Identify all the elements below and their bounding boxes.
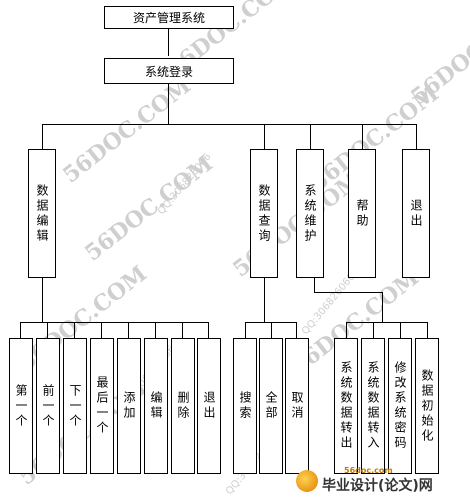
connector: [208, 322, 209, 338]
connector: [427, 322, 428, 338]
connector: [42, 124, 43, 149]
leaf-node-delete: 删除: [171, 338, 195, 474]
leaf-label: 第一个: [14, 383, 28, 429]
connector: [382, 292, 383, 322]
root-label: 资产管理系统: [132, 11, 205, 25]
connector: [346, 322, 347, 338]
module-node-data-edit: 数据编辑: [28, 149, 56, 278]
connector: [245, 322, 296, 323]
leaf-node-next: 下一个: [63, 338, 87, 474]
module-node-system-maintain: 系统维护: [296, 149, 324, 278]
watermark: 56DOC.COM: [80, 150, 218, 267]
connector: [271, 322, 272, 338]
connector: [74, 322, 75, 338]
site-logo-icon: [296, 470, 318, 492]
leaf-node-cancel: 取消: [285, 338, 309, 474]
leaf-node-edit: 编辑: [144, 338, 168, 474]
connector: [296, 322, 297, 338]
site-footer: 56doc.com 毕业设计(论文)网: [296, 466, 466, 494]
leaf-label: 添加: [122, 391, 136, 421]
connector: [168, 29, 169, 56]
login-node: 系统登录: [104, 58, 234, 84]
module-label: 数据查询: [257, 183, 271, 244]
leaf-label: 系统数据转入: [366, 361, 380, 451]
module-label: 帮助: [355, 198, 369, 229]
leaf-label: 退出: [202, 391, 216, 421]
connector: [42, 124, 416, 125]
leaf-label: 最后一个: [95, 376, 109, 436]
watermark: QQ:306826066: [156, 151, 214, 218]
connector: [416, 124, 417, 149]
connector: [47, 322, 48, 338]
footer-site: 56doc.com: [344, 466, 393, 475]
connector: [264, 124, 265, 149]
leaf-node-first: 第一个: [9, 338, 33, 474]
module-node-help: 帮助: [348, 149, 376, 278]
connector: [314, 278, 315, 292]
module-label: 退出: [409, 198, 423, 229]
connector: [20, 322, 21, 338]
root-node: 资产管理系统: [104, 6, 234, 29]
leaf-node-add: 添加: [117, 338, 141, 474]
connector: [168, 84, 169, 124]
leaf-label: 取消: [290, 391, 304, 421]
leaf-node-previous: 前一个: [36, 338, 60, 474]
leaf-label: 搜索: [238, 391, 252, 421]
leaf-label: 前一个: [41, 383, 55, 429]
connector: [362, 124, 363, 149]
leaf-label: 下一个: [68, 383, 82, 429]
leaf-label: 数据初始化: [420, 368, 434, 444]
module-node-data-query: 数据查询: [250, 149, 278, 278]
module-label: 系统维护: [303, 183, 317, 244]
leaf-label: 全部: [264, 391, 278, 421]
watermark: 56DOC.COM: [58, 72, 196, 189]
connector: [20, 322, 208, 323]
connector: [42, 278, 43, 322]
module-node-exit: 退出: [402, 149, 430, 278]
connector: [346, 322, 427, 323]
connector: [400, 322, 401, 338]
leaf-label: 编辑: [149, 391, 163, 421]
leaf-node-init-data: 数据初始化: [415, 338, 439, 474]
leaf-label: 修改系统密码: [393, 361, 407, 451]
watermark: 56DOC.COM: [406, 0, 470, 111]
leaf-node-export: 系统数据转出: [334, 338, 358, 474]
leaf-node-import: 系统数据转入: [361, 338, 385, 474]
leaf-node-all: 全部: [259, 338, 283, 474]
leaf-node-last: 最后一个: [90, 338, 114, 474]
leaf-node-exit: 退出: [197, 338, 221, 474]
connector: [128, 322, 129, 338]
connector: [310, 124, 311, 149]
leaf-node-change-password: 修改系统密码: [388, 338, 412, 474]
module-label: 数据编辑: [35, 183, 49, 244]
leaf-label: 系统数据转出: [339, 361, 353, 451]
footer-brand: 毕业设计(论文)网: [322, 478, 433, 494]
leaf-node-search: 搜索: [233, 338, 257, 474]
connector: [245, 322, 246, 338]
connector: [373, 322, 374, 338]
watermark: QQ:306826066: [300, 271, 358, 338]
connector: [314, 292, 382, 293]
login-label: 系统登录: [144, 64, 193, 79]
connector: [264, 278, 265, 322]
leaf-label: 删除: [176, 391, 190, 421]
connector: [101, 322, 102, 338]
connector: [182, 322, 183, 338]
connector: [155, 322, 156, 338]
